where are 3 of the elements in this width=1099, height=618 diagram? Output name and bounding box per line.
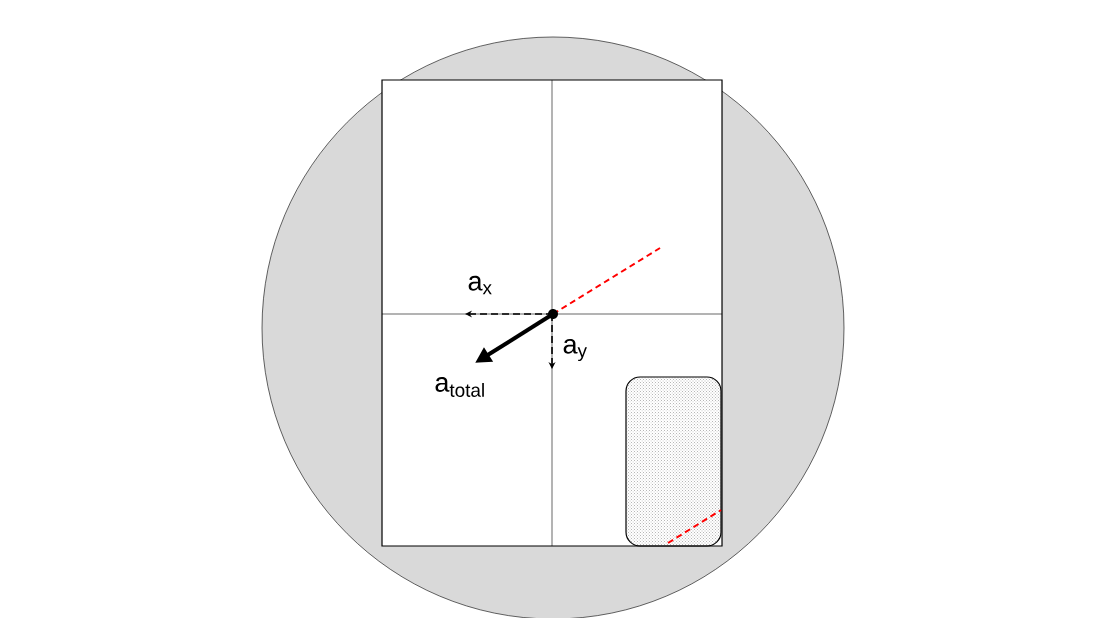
vector-label: a$_{x}$ [468,275,492,295]
vector-label: a$_{total}$ [435,377,484,397]
vector-label: a$_{y}$ [563,338,587,362]
